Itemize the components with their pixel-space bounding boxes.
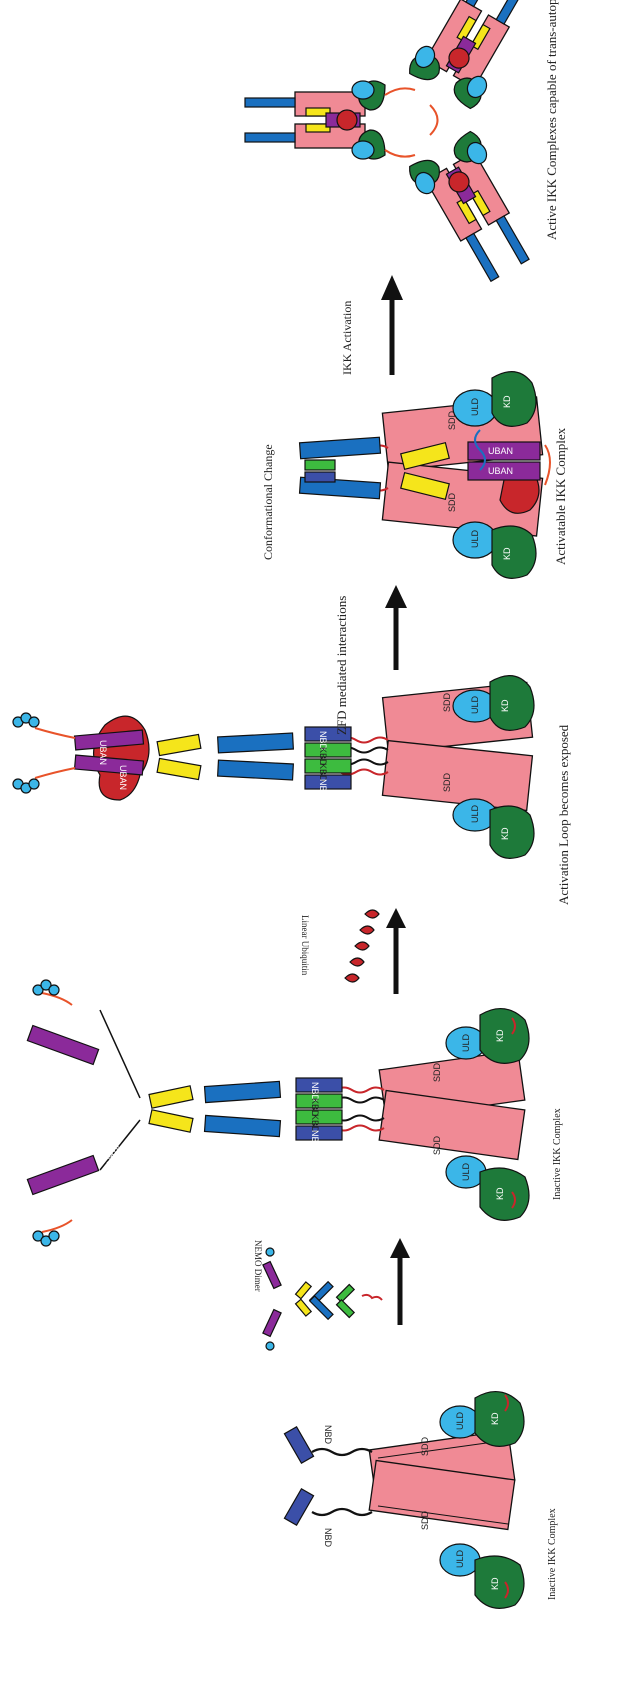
stage5-caption-text: Active IKK Complexes capable of trans-au… bbox=[544, 0, 559, 240]
nbd-label: NBD bbox=[310, 1130, 320, 1150]
sdd-label: SDD bbox=[447, 492, 457, 512]
kd-label: KD bbox=[500, 699, 510, 712]
nemo-dimer-icon bbox=[263, 1248, 382, 1350]
transition4-label: Conformational Change bbox=[261, 444, 275, 560]
stage2-caption: Inactive IKK Complex bbox=[552, 1108, 563, 1200]
kd-label: KD bbox=[502, 395, 512, 408]
sdd-label: SDD bbox=[442, 692, 452, 712]
kd-label: KD bbox=[495, 1029, 505, 1042]
uld-label: ULD bbox=[470, 529, 480, 548]
sdd-label: SDD bbox=[420, 1436, 430, 1456]
uban-label: UBAN bbox=[78, 1012, 96, 1039]
sdd-label: SDD bbox=[432, 1135, 442, 1155]
transition2-label: Linear Ubiquitin bbox=[300, 915, 310, 976]
stage4-ikk-complex: SDD SDD UBAN UBAN ULD ULD KD KD bbox=[300, 372, 550, 579]
uban-label: UBAN bbox=[118, 765, 128, 790]
sdd-label: SDD bbox=[420, 1510, 430, 1530]
stage3-caption: Activation Loop becomes exposed bbox=[556, 724, 571, 905]
stage5-active-ikk-complexes bbox=[245, 0, 544, 290]
stage4-caption: Activatable IKK Complex bbox=[553, 427, 568, 565]
uld-label: ULD bbox=[455, 1549, 465, 1568]
transition1-label: NEMO Dimer bbox=[253, 1240, 263, 1292]
transition3-label: ZFD mediated interactions bbox=[334, 596, 349, 735]
uld-label: ULD bbox=[461, 1033, 471, 1052]
nbd-label: NBD bbox=[323, 1528, 333, 1548]
uld-label: ULD bbox=[461, 1162, 471, 1181]
uld-label: ULD bbox=[470, 695, 480, 714]
uld-label: ULD bbox=[470, 804, 480, 823]
uld-label: ULD bbox=[470, 397, 480, 416]
kd-label: KD bbox=[490, 1577, 500, 1590]
linear-ubiquitin-chain-icon bbox=[345, 910, 379, 982]
arrow-ubiquitination bbox=[386, 908, 406, 994]
transition5-label: IKK Activation bbox=[340, 301, 354, 375]
stage1-caption: Inactive IKK Complex bbox=[547, 1508, 558, 1600]
kd-label: KD bbox=[490, 1412, 500, 1425]
nbd-label: NBD bbox=[323, 1425, 333, 1445]
arrow-ikk-activation bbox=[381, 275, 403, 375]
uban-label: UBAN bbox=[488, 446, 513, 456]
stage2-ikk-complex: SDD SDD ULD ULD KD KD NBD KBD KBD NBD UB… bbox=[27, 980, 529, 1246]
sdd-label: SDD bbox=[442, 772, 452, 792]
uban-label: UBAN bbox=[105, 1139, 123, 1166]
uban-label: UBAN bbox=[98, 740, 108, 765]
arrow-nemo-binding bbox=[390, 1238, 410, 1325]
uban-label: UBAN bbox=[488, 466, 513, 476]
kd-label: KD bbox=[495, 1187, 505, 1200]
nbd-label: NBD bbox=[318, 779, 328, 799]
stage5-caption: Active IKK Complexes capable of trans-au… bbox=[544, 0, 559, 240]
stage1-ikk-complex: SDD SDD ULD ULD KD KD NBD NBD bbox=[284, 1392, 524, 1609]
uld-label: ULD bbox=[455, 1411, 465, 1430]
arrow-zfd-interactions bbox=[385, 585, 407, 670]
kd-label: KD bbox=[500, 827, 510, 840]
kd-label: KD bbox=[502, 547, 512, 560]
stage3-ikk-complex: SDD SDD ULD ULD KD KD NBD KBD KBD NBD UB… bbox=[13, 676, 534, 859]
sdd-label: SDD bbox=[432, 1062, 442, 1082]
